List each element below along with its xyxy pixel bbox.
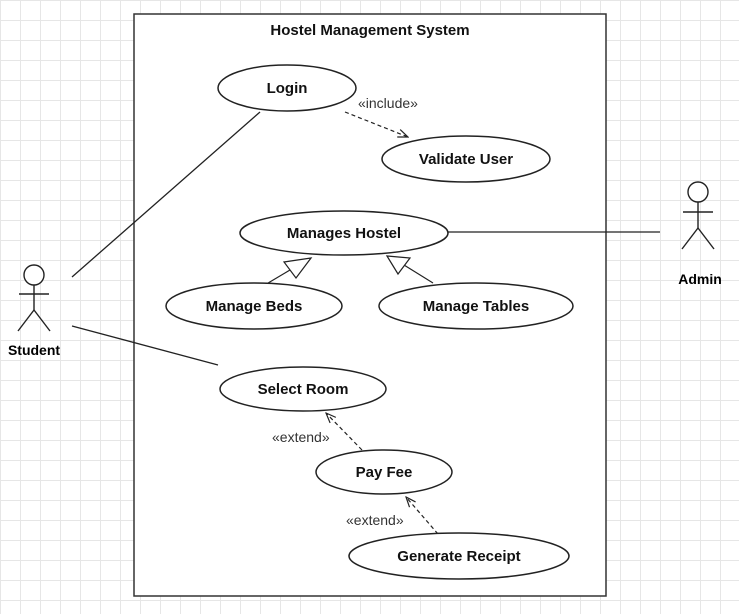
use-case-select-room-label: Select Room bbox=[258, 381, 349, 398]
use-case-manage-beds-label: Manage Beds bbox=[206, 298, 303, 315]
extend-arrow-2 bbox=[406, 497, 439, 535]
include-arrow bbox=[344, 111, 408, 137]
extend-label-1: «extend» bbox=[272, 429, 330, 445]
actor-admin[interactable]: Admin bbox=[678, 181, 722, 287]
system-title: Hostel Management System bbox=[270, 22, 469, 39]
generalization-line-tables bbox=[403, 264, 434, 284]
use-case-manage-beds[interactable]: Manage Beds bbox=[165, 282, 343, 330]
use-case-login[interactable]: Login bbox=[217, 64, 357, 112]
use-case-pay-fee-label: Pay Fee bbox=[356, 464, 413, 481]
use-case-generate-receipt[interactable]: Generate Receipt bbox=[348, 532, 570, 580]
association-student-select-room bbox=[71, 325, 219, 366]
use-case-manages-hostel-label: Manages Hostel bbox=[287, 225, 401, 242]
use-case-validate-user-label: Validate User bbox=[419, 151, 513, 168]
association-student-login bbox=[71, 111, 261, 278]
extend-arrow-1 bbox=[326, 413, 363, 451]
use-case-validate-user[interactable]: Validate User bbox=[381, 135, 551, 183]
generalization-arrow-beds bbox=[282, 257, 313, 279]
stick-figure-icon bbox=[681, 181, 715, 250]
use-case-generate-receipt-label: Generate Receipt bbox=[397, 548, 520, 565]
use-case-select-room[interactable]: Select Room bbox=[219, 366, 387, 412]
use-case-manage-tables[interactable]: Manage Tables bbox=[378, 282, 574, 330]
include-label: «include» bbox=[358, 95, 418, 111]
use-case-pay-fee[interactable]: Pay Fee bbox=[315, 449, 453, 495]
actor-student-label: Student bbox=[8, 342, 60, 358]
use-case-manage-tables-label: Manage Tables bbox=[423, 298, 529, 315]
actor-admin-label: Admin bbox=[678, 271, 722, 287]
use-case-login-label: Login bbox=[267, 80, 308, 97]
generalization-arrow-tables bbox=[385, 255, 412, 276]
use-case-manages-hostel[interactable]: Manages Hostel bbox=[239, 210, 449, 256]
actor-student[interactable]: Student bbox=[8, 264, 60, 358]
extend-label-2: «extend» bbox=[346, 512, 404, 528]
stick-figure-icon bbox=[17, 264, 51, 332]
